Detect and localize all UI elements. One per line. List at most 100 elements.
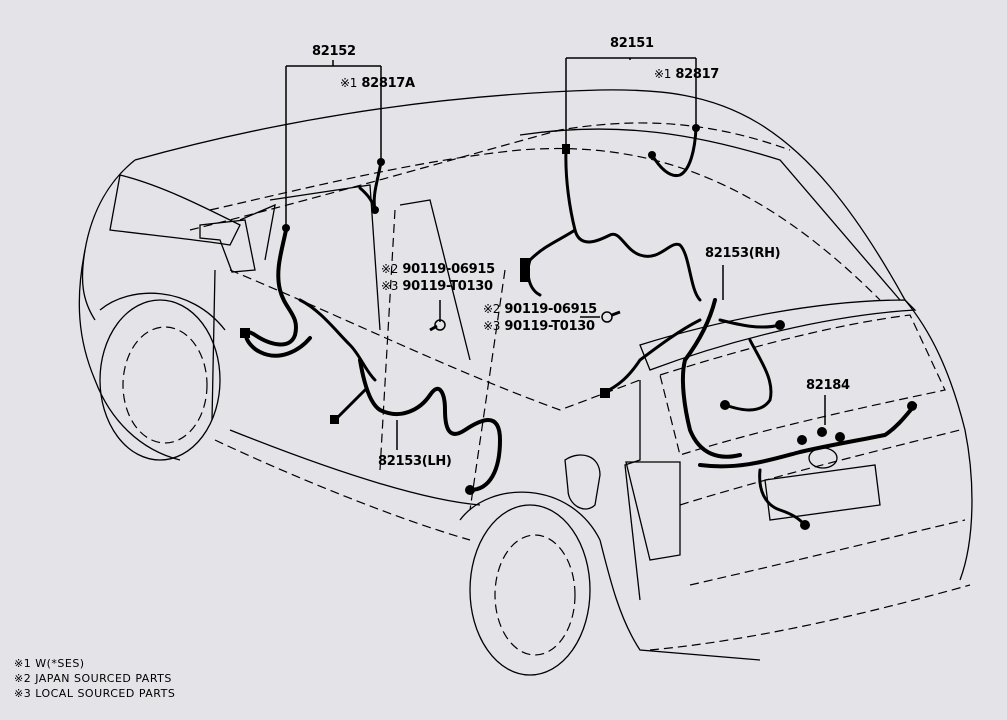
legend-text: W(*SES) <box>35 657 85 670</box>
rear-quarter <box>599 539 761 661</box>
harness-82817a <box>358 158 385 214</box>
connector <box>800 520 810 530</box>
tail-light-left <box>625 461 681 561</box>
harness-82817-path <box>650 126 698 178</box>
harness-82153-lh-path <box>358 358 502 492</box>
label-82151: 82151 <box>610 36 654 51</box>
harness-82817 <box>648 124 700 178</box>
label-bolt-right-a-marker: ※2 <box>483 302 501 316</box>
label-bolt-left-a: ※2 90119-06915 <box>381 262 495 277</box>
legend: ※1 W(*SES) ※2 JAPAN SOURCED PARTS ※3 LOC… <box>14 656 175 701</box>
label-82817a-part: 82817A <box>361 76 415 91</box>
harness-82151-roof <box>520 144 702 302</box>
harness-82184-path <box>698 403 917 469</box>
harness-82152-path <box>244 228 312 358</box>
harness-82152-branch <box>298 298 377 382</box>
rear-bumper-lower <box>649 584 971 651</box>
connector <box>720 400 730 410</box>
beltline <box>229 269 641 411</box>
label-82817-part: 82817 <box>675 67 720 82</box>
harness-82184 <box>698 401 917 530</box>
label-82153-rh: 82153(RH) <box>705 246 781 261</box>
hatch-lower-line <box>679 429 961 506</box>
label-82152: 82152 <box>312 44 356 59</box>
harness-82153-lh-branch <box>333 388 367 422</box>
roof-rail-left <box>189 122 791 231</box>
rear-spoiler <box>639 299 917 371</box>
front-door-edge <box>211 269 216 421</box>
license-plate <box>764 464 881 521</box>
rear-hatch-right <box>904 299 973 581</box>
rear-wheel-inner <box>494 534 576 656</box>
harness-82153-lh <box>330 358 502 495</box>
harness-82152-left <box>240 224 377 382</box>
hood-line <box>81 159 136 321</box>
callout-leaders <box>285 57 826 450</box>
legend-text: LOCAL SOURCED PARTS <box>35 687 176 700</box>
connector <box>377 158 385 166</box>
rear-door-window <box>399 199 471 361</box>
connector <box>797 435 807 445</box>
leader-82152 <box>285 60 382 228</box>
legend-item-3: ※3 LOCAL SOURCED PARTS <box>14 686 175 701</box>
rear-bumper-upper <box>689 519 966 586</box>
harness-82153-rh-branch-2 <box>603 318 702 394</box>
c-pillar <box>469 269 506 511</box>
connector <box>562 144 570 154</box>
connector <box>600 388 610 398</box>
headlight-outline <box>109 174 241 246</box>
connector <box>282 224 290 232</box>
side-sill <box>229 429 481 506</box>
legend-marker: ※2 <box>14 672 32 685</box>
connector <box>835 432 845 442</box>
label-bolt-right-b: ※3 90119-T0130 <box>483 319 595 334</box>
legend-marker: ※1 <box>14 657 32 670</box>
connector <box>371 206 379 214</box>
bolt-left-icon <box>429 319 446 332</box>
front-fascia <box>78 249 181 461</box>
connector <box>520 258 530 282</box>
label-82817-marker: ※1 <box>654 67 672 81</box>
b-pillar <box>379 209 396 471</box>
rear-wheel-outer <box>469 504 591 676</box>
a-pillar <box>239 203 276 261</box>
side-mirror <box>199 219 256 273</box>
roof-inner-line <box>209 147 881 301</box>
vehicle-body-outline <box>78 89 973 676</box>
label-82153-lh: 82153(LH) <box>378 454 452 469</box>
connector <box>648 151 656 159</box>
label-bolt-right-a: ※2 90119-06915 <box>483 302 597 317</box>
leader-82151 <box>565 57 697 148</box>
label-82817a: ※1 82817A <box>340 76 415 91</box>
rocker-line <box>214 439 471 541</box>
front-wheel-inner <box>122 326 208 444</box>
connector <box>692 124 700 132</box>
fuel-lid <box>564 454 601 510</box>
label-bolt-left-a-part: 90119-06915 <box>402 262 495 277</box>
roof-rail-right <box>519 128 901 301</box>
harness-82153-rh-path <box>680 298 742 459</box>
harness-82153-rh <box>600 298 785 459</box>
label-bolt-right-a-part: 90119-06915 <box>504 302 597 317</box>
harness-82184-branch <box>758 468 807 527</box>
rear-window <box>659 314 946 456</box>
roof-line <box>134 89 906 301</box>
label-bolt-left-b: ※3 90119-T0130 <box>381 279 493 294</box>
harness-82151-path <box>564 148 702 302</box>
label-bolt-right-b-part: 90119-T0130 <box>504 319 595 334</box>
label-82817: ※1 82817 <box>654 67 719 82</box>
label-82184: 82184 <box>806 378 850 393</box>
rear-wheel-arch <box>459 491 601 541</box>
connector <box>817 427 827 437</box>
connector <box>240 328 250 338</box>
connector <box>775 320 785 330</box>
label-bolt-right-b-marker: ※3 <box>483 319 501 333</box>
legend-item-2: ※2 JAPAN SOURCED PARTS <box>14 671 175 686</box>
label-82817a-marker: ※1 <box>340 76 358 90</box>
connector <box>907 401 917 411</box>
legend-text: JAPAN SOURCED PARTS <box>35 672 172 685</box>
bolt-right-icon <box>601 310 621 323</box>
harness-82151-branch <box>526 228 577 297</box>
harness-82153-rh-branch <box>718 318 782 412</box>
